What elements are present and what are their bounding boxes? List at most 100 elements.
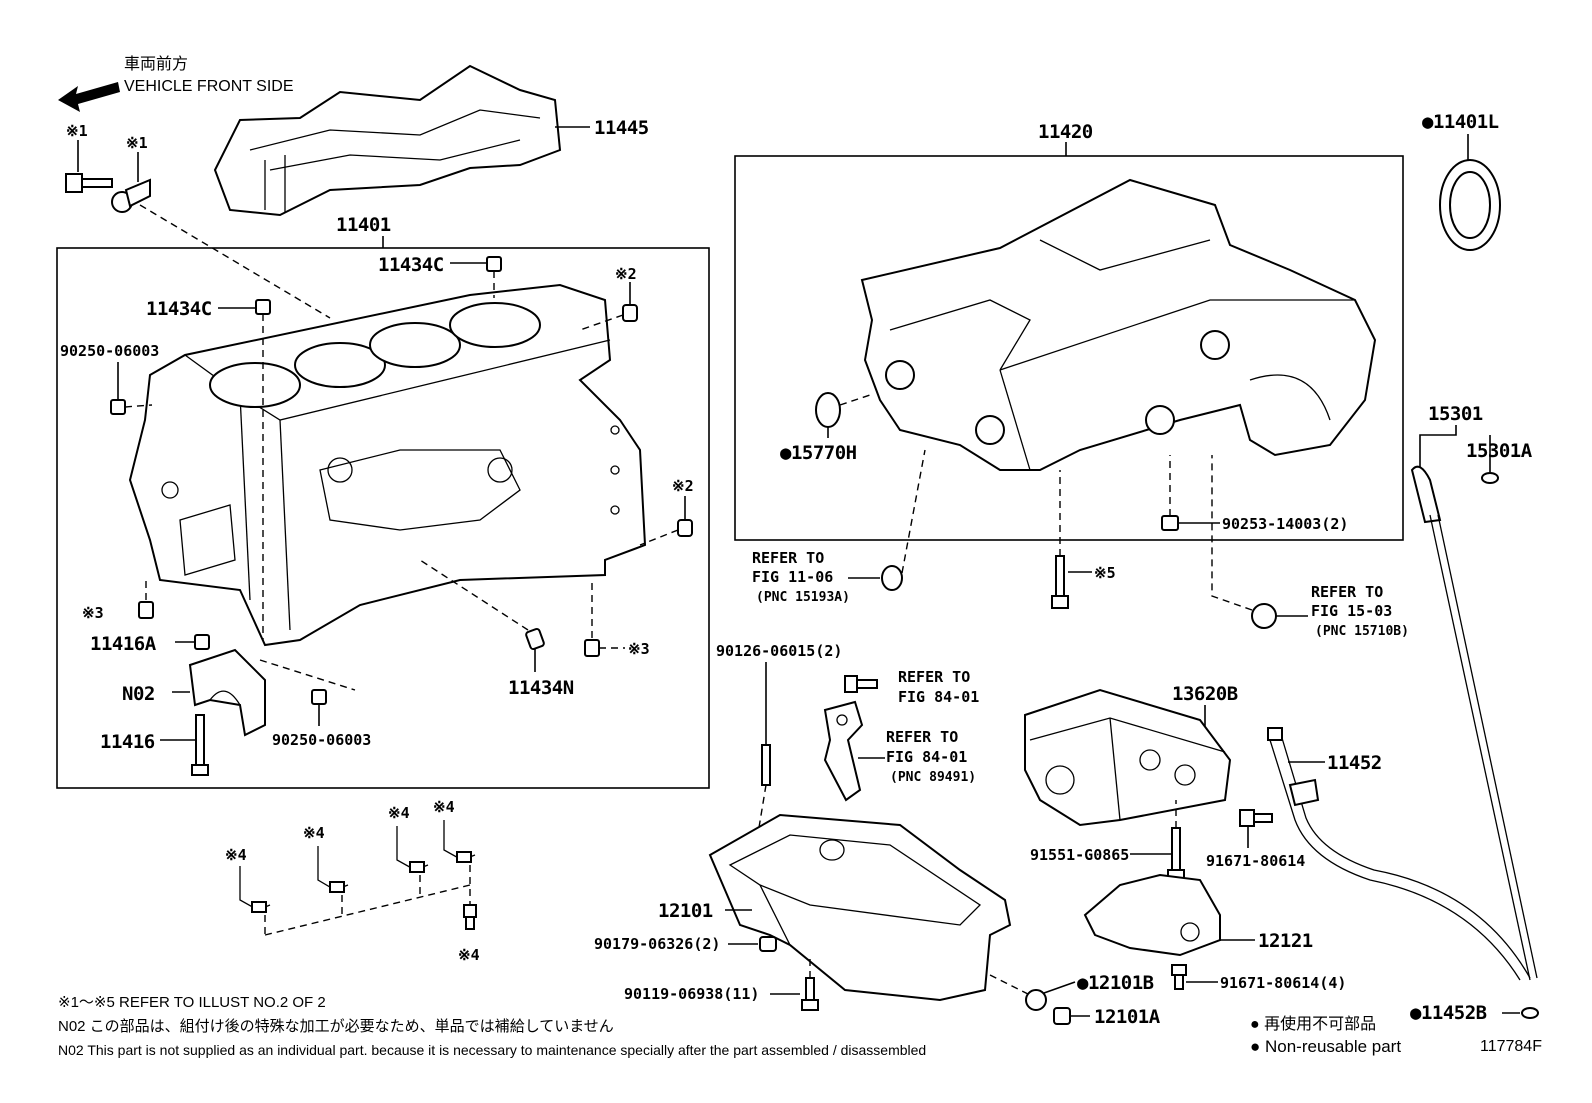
- callout-15770H: ●15770H: [780, 442, 857, 464]
- callout-11445: 11445: [594, 117, 649, 139]
- dipstick-15301[interactable]: [1410, 465, 1538, 981]
- crankcase-11420[interactable]: [860, 178, 1377, 471]
- pin-11434N[interactable]: [525, 627, 545, 651]
- callout-15301A: 15301A: [1466, 440, 1533, 462]
- clip-mark1[interactable]: [111, 178, 151, 213]
- callout-N02: N02: [122, 683, 155, 705]
- callout-11434C-b: 11434C: [146, 298, 212, 320]
- refer1-l2: FIG 11-06: [752, 568, 833, 586]
- pin-mark2-right[interactable]: [677, 519, 693, 537]
- callout-90119: 90119-06938(11): [624, 985, 759, 1003]
- refer2-l2: FIG 15-03: [1311, 602, 1392, 620]
- drain-plug-12101A[interactable]: [1053, 1007, 1071, 1025]
- callout-11416: 11416: [100, 731, 155, 753]
- bolt-91671[interactable]: [1239, 809, 1273, 827]
- callout-11434C-a: 11434C: [378, 254, 444, 276]
- o-ring-15193A[interactable]: [881, 565, 903, 591]
- note-n02-jp: N02 この部品は、組付け後の特殊な加工が必要なため、単品では補給していません: [58, 1018, 614, 1035]
- pin-mark3-left[interactable]: [138, 601, 154, 619]
- callout-15301: 15301: [1428, 403, 1483, 425]
- bushing-11416A[interactable]: [194, 634, 210, 650]
- bolt-fig84[interactable]: [844, 675, 878, 693]
- mark-1b: ※1: [126, 134, 148, 152]
- legend-en: ● Non-reusable part: [1250, 1037, 1401, 1056]
- cylinder-block-11401[interactable]: [128, 283, 647, 647]
- mark-4d: ※4: [433, 798, 455, 816]
- callout-12101: 12101: [658, 900, 713, 922]
- refer1-l3: (PNC 15193A): [756, 590, 850, 605]
- callout-91551: 91551-G0865: [1030, 846, 1129, 864]
- baffle-12121[interactable]: [1083, 873, 1221, 957]
- callout-90250-b: 90250-06003: [272, 731, 371, 749]
- dowel-11434C-top[interactable]: [486, 256, 502, 272]
- pin-mark2-top[interactable]: [622, 304, 638, 322]
- bolt-90119[interactable]: [801, 977, 819, 1011]
- mark-2b: ※2: [672, 477, 694, 495]
- o-ring-11452B[interactable]: [1521, 1007, 1539, 1019]
- o-ring-15301A[interactable]: [1481, 472, 1499, 484]
- bolt-mark5[interactable]: [1051, 555, 1069, 609]
- pin-90250-b[interactable]: [311, 689, 327, 705]
- refer4-l1: REFER TO: [886, 728, 958, 746]
- mark-2a: ※2: [615, 265, 637, 283]
- callout-12121: 12121: [1258, 930, 1313, 952]
- guide-tube-11452[interactable]: [1267, 727, 1531, 981]
- refer4-l3: (PNC 89491): [890, 770, 976, 785]
- callout-11401L: ●11401L: [1422, 111, 1499, 133]
- balancer-13620B[interactable]: [1024, 688, 1232, 827]
- insulator-11445[interactable]: [213, 64, 562, 217]
- bolt-91671-4[interactable]: [1171, 964, 1187, 990]
- mark-4b: ※4: [303, 824, 325, 842]
- callout-12101B: ●12101B: [1077, 972, 1154, 994]
- callout-11401: 11401: [336, 214, 391, 236]
- bolt-11416[interactable]: [191, 714, 209, 776]
- callout-13620B: 13620B: [1172, 683, 1238, 705]
- refer1-l1: REFER TO: [752, 549, 824, 567]
- oil-jets-mark4[interactable]: ※4 ※4 ※4 ※4 ※4: [225, 798, 480, 964]
- mark-4a: ※4: [225, 846, 247, 864]
- pin-mark3-right[interactable]: [584, 639, 600, 657]
- dowel-11434C-left[interactable]: [255, 299, 271, 315]
- o-ring-15770H[interactable]: [815, 392, 841, 428]
- callout-11434N: 11434N: [508, 677, 574, 699]
- mark-3a: ※3: [82, 604, 104, 622]
- note-n02-en: N02 This part is not supplied as an indi…: [58, 1042, 926, 1058]
- legend-jp: ● 再使用不可部品: [1250, 1015, 1376, 1033]
- note-refer-illust: ※1～※5 REFER TO ILLUST NO.2 OF 2: [58, 994, 326, 1011]
- gasket-12101B[interactable]: [1025, 989, 1047, 1011]
- oil-pan-12101[interactable]: [708, 813, 1012, 1002]
- refer2-l1: REFER TO: [1311, 583, 1383, 601]
- callout-90126: 90126-06015(2): [716, 642, 842, 660]
- callout-91671: 91671-80614: [1206, 852, 1305, 870]
- nut-90179[interactable]: [759, 936, 777, 952]
- bearing-cap-N02[interactable]: [188, 648, 266, 737]
- figure-id: 117784F: [1480, 1038, 1542, 1055]
- oil-level-sensor[interactable]: [823, 700, 864, 802]
- mark-4e: ※4: [458, 946, 480, 964]
- callout-11452: 11452: [1327, 752, 1382, 774]
- callout-11416A: 11416A: [90, 633, 157, 655]
- front-label-jp: 車両前方: [124, 55, 188, 73]
- refer2-l3: (PNC 15710B): [1315, 624, 1409, 639]
- callout-11420: 11420: [1038, 121, 1093, 143]
- mark-4c: ※4: [388, 804, 410, 822]
- callout-90250-a: 90250-06003: [60, 342, 159, 360]
- pin-90250-a[interactable]: [110, 399, 126, 415]
- oil-seal-11401L[interactable]: [1439, 159, 1501, 251]
- callout-90253: 90253-14003(2): [1222, 515, 1348, 533]
- mark-3b: ※3: [628, 640, 650, 658]
- callout-12101A: 12101A: [1094, 1006, 1161, 1028]
- callout-11452B: ●11452B: [1410, 1002, 1487, 1024]
- refer3-l1: REFER TO: [898, 668, 970, 686]
- bolt-90253[interactable]: [1161, 515, 1179, 531]
- front-arrow-icon: [58, 82, 120, 112]
- refer4-l2: FIG 84-01: [886, 748, 967, 766]
- front-label-en: VEHICLE FRONT SIDE: [124, 78, 294, 95]
- stud-90126[interactable]: [761, 744, 771, 786]
- bolt-mark1[interactable]: [65, 173, 113, 193]
- o-ring-15710B[interactable]: [1251, 603, 1277, 629]
- refer3-l2: FIG 84-01: [898, 688, 979, 706]
- mark-5: ※5: [1094, 564, 1116, 582]
